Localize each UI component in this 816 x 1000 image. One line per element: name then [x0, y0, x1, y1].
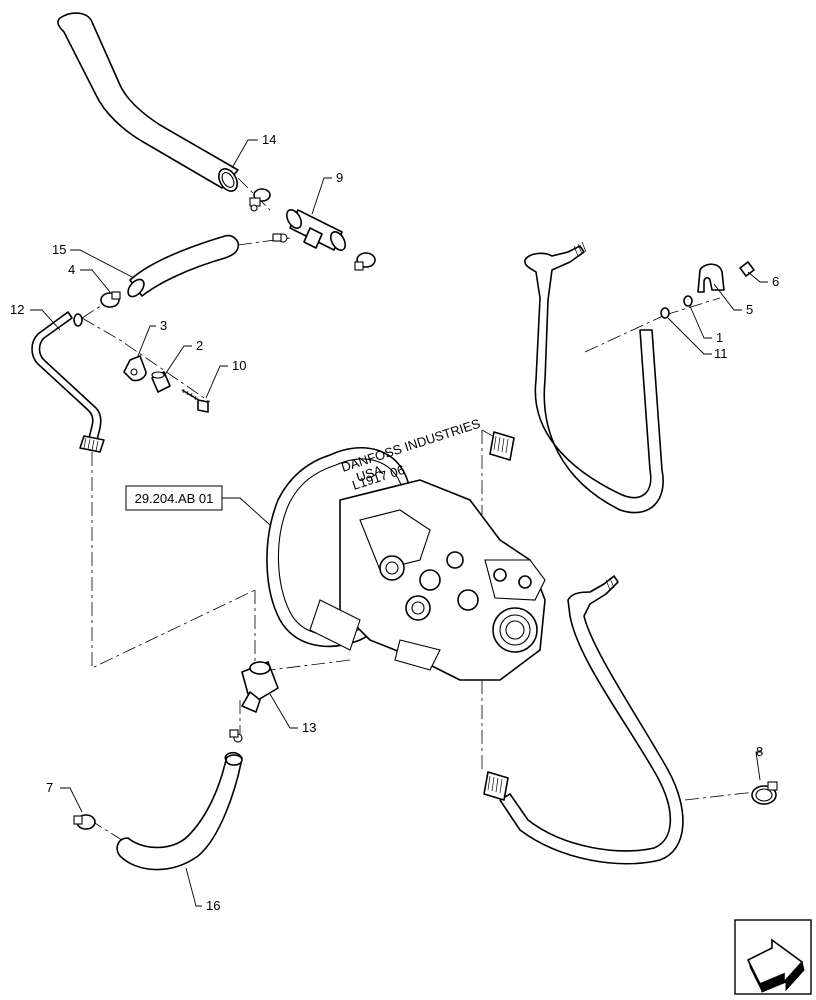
callout-12: 12 — [10, 302, 24, 317]
hose-clamp-4[interactable] — [100, 291, 121, 308]
callout-9: 9 — [336, 170, 343, 185]
callout-15: 15 — [52, 242, 66, 257]
hose-coupling-mid[interactable] — [489, 431, 515, 461]
callout-16: 16 — [206, 898, 220, 913]
bolt-10[interactable] — [181, 388, 209, 413]
bracket-3[interactable] — [123, 355, 147, 382]
reference-box-label: 29.204.AB 01 — [135, 491, 214, 506]
callout-11: 11 — [714, 346, 728, 361]
callout-labels: 14 9 15 4 12 3 2 10 6 5 1 11 13 7 16 8 — [10, 132, 779, 913]
pump-nameplate-line1: DANFOSS INDUSTRIES — [339, 416, 482, 475]
hose-16[interactable] — [116, 751, 243, 871]
washer-1[interactable] — [683, 295, 693, 307]
callout-8: 8 — [756, 744, 763, 759]
fitting-13[interactable] — [229, 661, 279, 743]
callout-14: 14 — [262, 132, 276, 147]
hose-15[interactable] — [125, 234, 240, 300]
callout-leaders — [30, 139, 768, 907]
tee-fitting-9[interactable] — [284, 207, 348, 252]
callout-13: 13 — [302, 720, 316, 735]
screw-6[interactable] — [739, 261, 755, 277]
hose-clamp-upper[interactable] — [249, 188, 271, 212]
callout-3: 3 — [160, 318, 167, 333]
tube-12[interactable] — [31, 311, 105, 453]
callout-4: 4 — [68, 262, 75, 277]
callout-7: 7 — [46, 780, 53, 795]
hose-clamp-7[interactable] — [73, 814, 96, 830]
hose-lower-right[interactable] — [483, 575, 684, 865]
callout-5: 5 — [746, 302, 753, 317]
callout-1: 1 — [716, 330, 723, 345]
callout-10: 10 — [232, 358, 246, 373]
callout-6: 6 — [772, 274, 779, 289]
clamp-5[interactable] — [697, 263, 725, 293]
hose-14[interactable] — [57, 12, 241, 194]
hydraulic-pump-assembly[interactable]: DANFOSS INDUSTRIES USA L1917 06 — [266, 416, 546, 681]
reference-box[interactable]: 29.204.AB 01 — [125, 485, 271, 526]
hose-clamp-tee[interactable] — [272, 233, 376, 271]
callout-2: 2 — [196, 338, 203, 353]
washer-11[interactable] — [660, 307, 670, 319]
spacer-2[interactable] — [151, 371, 171, 393]
next-page-arrow-icon[interactable] — [734, 919, 812, 995]
hose-clamp-8[interactable] — [751, 781, 778, 805]
hose-upper-right[interactable] — [524, 241, 664, 514]
